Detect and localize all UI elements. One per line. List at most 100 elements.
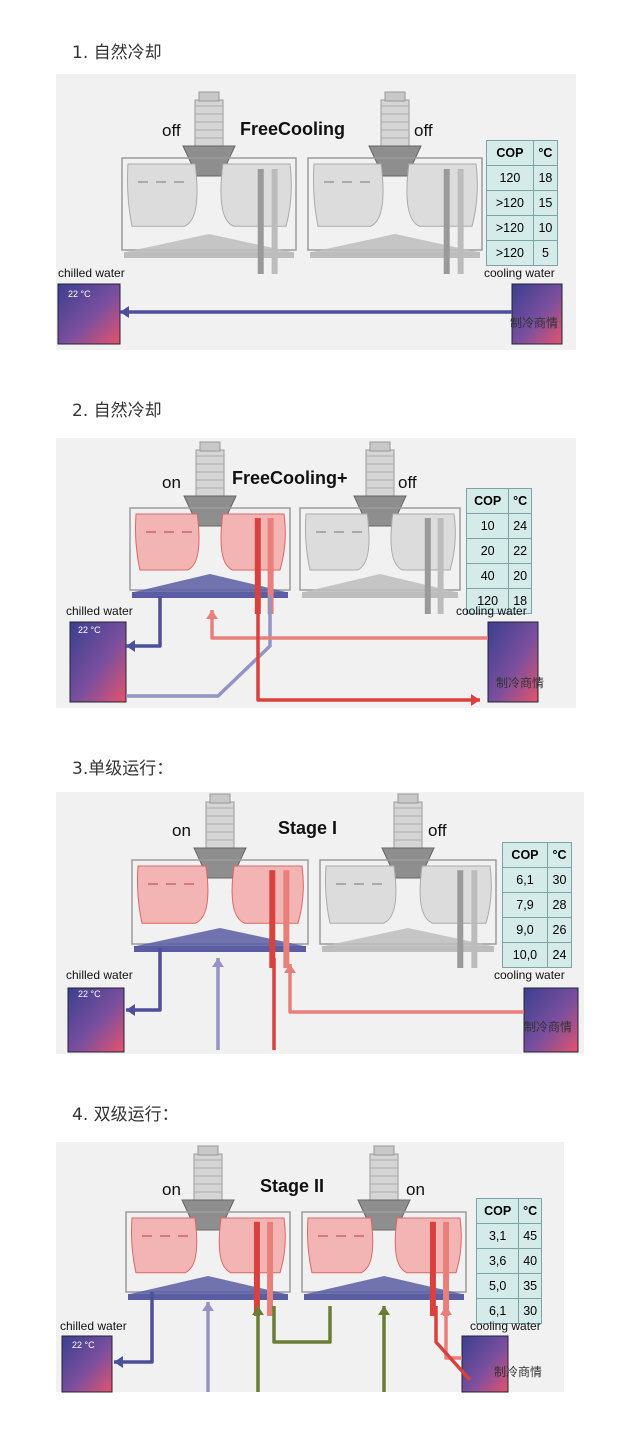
unit-shell xyxy=(301,1211,467,1293)
base-manifold xyxy=(324,928,492,946)
compressor-motor xyxy=(205,801,235,849)
riser-pipe xyxy=(253,1221,260,1316)
arrow-head xyxy=(252,1306,264,1315)
unit-shell xyxy=(131,859,309,945)
temp-value: 30 xyxy=(518,1298,542,1324)
base-manifold xyxy=(134,574,286,592)
condenser-vessel xyxy=(394,1217,462,1274)
cooling-water-box xyxy=(523,987,579,1053)
evaporator-vessel xyxy=(325,865,397,924)
temp-value: 45 xyxy=(518,1223,542,1249)
motor-cap xyxy=(209,793,231,804)
condenser-vessel xyxy=(220,163,292,227)
riser-pipe xyxy=(457,870,464,968)
cop-header: COP xyxy=(475,1198,520,1224)
temp-value: 24 xyxy=(546,942,573,968)
cop-value: 40 xyxy=(465,563,510,589)
watermark: 制冷商情 xyxy=(496,676,545,690)
water-pipe xyxy=(288,964,524,1014)
condenser-vessel xyxy=(390,513,456,571)
riser-pipe xyxy=(283,870,290,968)
right-unit-state: off xyxy=(398,473,417,492)
section-heading: 2. 自然冷却 xyxy=(72,401,162,421)
left-unit-state: on xyxy=(172,821,191,840)
watermark: 制冷商情 xyxy=(524,1020,573,1034)
compressor-motor xyxy=(194,99,224,147)
left-unit-state: on xyxy=(162,1180,181,1199)
chilled-water-temp: 22 °C xyxy=(78,989,101,999)
base-pipe xyxy=(310,252,480,258)
watermark: 制冷商情 xyxy=(494,1365,543,1379)
cop-value: 6,1 xyxy=(475,1298,520,1324)
diagram-svg xyxy=(57,91,563,345)
base-manifold xyxy=(306,1276,462,1294)
riser-pipe xyxy=(267,1221,274,1316)
compressor-motor xyxy=(380,99,410,147)
cooling-water-label: cooling water xyxy=(484,266,555,280)
condenser-vessel xyxy=(218,1217,286,1274)
unit-shell xyxy=(319,859,497,945)
base-pipe xyxy=(128,1294,288,1300)
temp-value: 35 xyxy=(518,1273,542,1299)
evaporator-vessel xyxy=(131,1217,198,1274)
condenser-vessel xyxy=(220,513,286,571)
evaporator-vessel xyxy=(127,163,198,227)
cop-value: 3,6 xyxy=(475,1248,520,1274)
temp-value: 18 xyxy=(532,165,559,191)
watermark: 制冷商情 xyxy=(510,316,559,330)
left-unit-state: off xyxy=(162,121,181,140)
chilled-water-box xyxy=(69,621,127,703)
riser-pipe xyxy=(424,518,431,614)
base-manifold xyxy=(304,574,456,592)
cop-value: >120 xyxy=(486,240,534,266)
unit-shell xyxy=(299,507,461,591)
mode-title: Stage II xyxy=(260,1176,325,1196)
temp-value: 24 xyxy=(508,513,532,539)
water-pipe xyxy=(444,1306,462,1360)
left-unit-state: on xyxy=(162,473,181,492)
cop-value: 120 xyxy=(486,165,534,191)
temp-value: 5 xyxy=(532,240,559,266)
motor-cap xyxy=(198,91,220,102)
base-pipe xyxy=(304,1294,464,1300)
mode-title: FreeCooling xyxy=(240,119,346,139)
riser-pipe xyxy=(471,870,478,968)
mode-title: FreeCooling+ xyxy=(232,468,348,488)
chilled-water-label: chilled water xyxy=(66,604,133,618)
evaporator-vessel xyxy=(313,163,384,227)
cop-value: 3,1 xyxy=(475,1223,520,1249)
cooling-water-label: cooling water xyxy=(494,968,565,982)
water-pipe xyxy=(126,596,162,648)
chilled-water-box xyxy=(57,283,121,345)
condenser-vessel xyxy=(419,865,492,924)
water-pipe xyxy=(272,1306,332,1344)
arrow-head xyxy=(202,1302,214,1311)
riser-pipe xyxy=(457,169,464,274)
diagram-svg xyxy=(61,1145,509,1393)
evaporator-vessel xyxy=(135,513,200,571)
evaporator-vessel xyxy=(305,513,370,571)
riser-pipe xyxy=(443,169,450,274)
cop-header: COP xyxy=(502,842,548,868)
chilled-water-box xyxy=(61,1335,113,1393)
riser-pipe xyxy=(429,1221,436,1316)
base-pipe xyxy=(322,946,494,952)
diagram-svg xyxy=(69,441,539,706)
base-pipe xyxy=(132,592,288,598)
motor-cap xyxy=(197,1145,219,1156)
chilled-water-label: chilled water xyxy=(60,1319,127,1333)
riser-pipe xyxy=(257,169,264,274)
temp-header: °C xyxy=(518,1198,542,1224)
temp-value: 20 xyxy=(508,563,532,589)
chilled-water-temp: 22 °C xyxy=(68,289,91,299)
cop-value: 10 xyxy=(465,513,510,539)
right-unit-state: off xyxy=(414,121,433,140)
compressor-motor xyxy=(195,449,225,497)
compressor-motor xyxy=(369,1153,399,1201)
riser-pipe xyxy=(443,1221,450,1316)
